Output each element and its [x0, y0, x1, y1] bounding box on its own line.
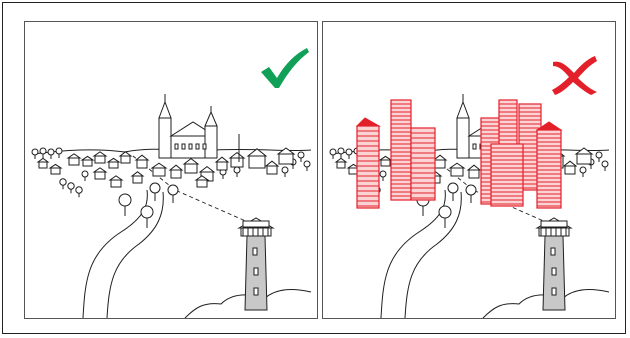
- illustration-frame: [2, 2, 626, 334]
- panel-unacceptable-view: [322, 21, 616, 319]
- town-scene: [32, 94, 311, 318]
- check-icon: [257, 46, 311, 90]
- check-mark: [257, 46, 311, 90]
- cross-icon: [547, 52, 601, 96]
- cross-mark: [547, 52, 601, 96]
- panel-acceptable-view: [24, 21, 318, 319]
